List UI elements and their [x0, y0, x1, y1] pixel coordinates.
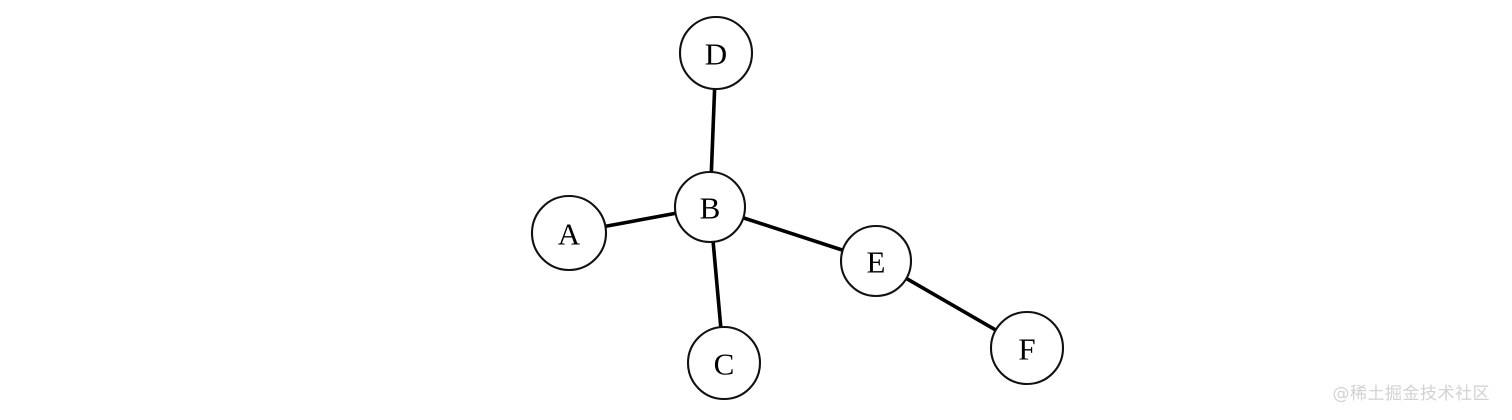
graph-nodes-layer: A B C D E F — [530, 15, 1065, 401]
graph-node-a[interactable]: A — [530, 194, 608, 272]
node-label-e: E — [867, 245, 886, 280]
graph-node-d[interactable]: D — [678, 15, 754, 91]
node-circle-d[interactable] — [678, 15, 754, 91]
graph-edge-e-f — [904, 276, 998, 333]
graph-edge-a-b — [604, 211, 677, 229]
node-circle-e[interactable] — [839, 224, 913, 298]
graph-edge-b-e — [741, 215, 845, 253]
node-label-a: A — [558, 217, 581, 252]
graph-edge-b-c — [711, 240, 723, 329]
node-circle-f[interactable] — [989, 310, 1065, 386]
node-label-d: D — [705, 37, 727, 72]
graph-edge-b-d — [709, 87, 717, 174]
node-circle-b[interactable] — [673, 170, 747, 244]
graph-node-f[interactable]: F — [989, 310, 1065, 386]
node-label-c: C — [714, 347, 735, 382]
node-label-f: F — [1018, 332, 1035, 367]
graph-node-c[interactable]: C — [686, 325, 762, 401]
graph-edges-layer — [604, 87, 998, 333]
node-label-b: B — [700, 191, 721, 226]
node-circle-a[interactable] — [530, 194, 608, 272]
graph-node-e[interactable]: E — [839, 224, 913, 298]
graph-node-b[interactable]: B — [673, 170, 747, 244]
node-circle-c[interactable] — [686, 325, 762, 401]
watermark-text: @稀土掘金技术社区 — [1332, 384, 1490, 404]
